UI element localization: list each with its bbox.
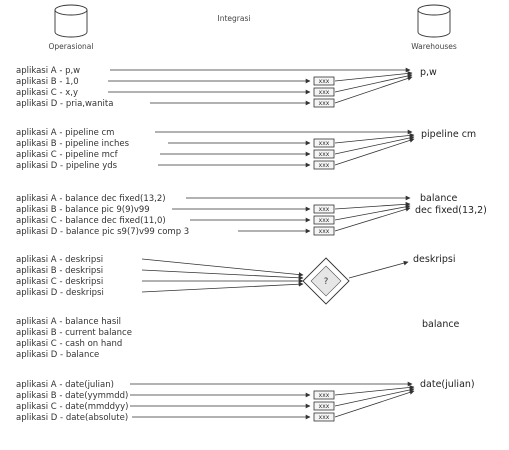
flow-arrow <box>334 76 413 104</box>
transform-box <box>313 76 335 86</box>
transform-box <box>313 98 335 108</box>
group-pipeline: aplikasi A - pipeline cm aplikasi B - pi… <box>16 128 476 171</box>
transform-box <box>313 87 335 97</box>
transform-box <box>313 204 335 214</box>
source-item: aplikasi C - deskripsi <box>16 277 103 287</box>
transform-box <box>313 160 335 170</box>
warehouse-result: p,w <box>420 67 437 78</box>
flow-arrow <box>334 206 411 232</box>
group-date: aplikasi A - date(julian) aplikasi B - d… <box>16 379 475 423</box>
source-item: aplikasi C - date(mmddyy) <box>16 402 128 412</box>
warehouse-result: date(julian) <box>420 379 475 390</box>
source-item: aplikasi A - balance dec fixed(13,2) <box>16 194 166 204</box>
transform-box <box>313 149 335 159</box>
source-item: aplikasi A - pipeline cm <box>16 128 114 138</box>
flow-arrow <box>334 135 415 155</box>
transform-box-label: xxx <box>319 392 330 399</box>
flow-arrow <box>334 71 413 82</box>
warehouse-result-format: dec fixed(13,2) <box>415 205 487 216</box>
source-item: aplikasi C - cash on hand <box>16 339 122 349</box>
source-item: aplikasi A - p,w <box>16 66 80 76</box>
flow-arrow <box>141 269 304 281</box>
flow-arrow <box>334 387 415 407</box>
source-item: aplikasi A - date(julian) <box>16 380 114 390</box>
flow-arrow <box>334 133 415 144</box>
source-item: aplikasi B - date(yymmdd) <box>16 391 128 401</box>
warehouse-result: balance <box>420 193 458 204</box>
flow-arrow <box>334 390 415 418</box>
flow-arrow <box>348 260 409 279</box>
source-item: aplikasi B - 1,0 <box>16 77 79 87</box>
transform-box-label: xxx <box>319 89 330 96</box>
source-item: aplikasi A - balance hasil <box>16 317 121 327</box>
flow-arrow <box>141 281 304 293</box>
source-item: aplikasi C - balance dec fixed(11,0) <box>16 216 166 226</box>
warehouse-result: deskripsi <box>413 254 456 265</box>
source-item: aplikasi C - pipeline mcf <box>16 150 119 160</box>
source-item: aplikasi D - deskripsi <box>16 288 104 298</box>
transform-box <box>313 401 335 411</box>
target-label: Warehouses <box>411 42 457 51</box>
source-item: aplikasi D - pria,wanita <box>16 99 113 109</box>
transform-box-label: xxx <box>319 228 330 235</box>
flow-arrow <box>334 385 415 396</box>
group-balance-format: aplikasi A - balance dec fixed(13,2) apl… <box>16 193 487 237</box>
transform-box-label: xxx <box>319 151 330 158</box>
transform-box <box>313 390 335 400</box>
transform-box-label: xxx <box>319 403 330 410</box>
transform-box-label: xxx <box>319 414 330 421</box>
transform-box-label: xxx <box>319 217 330 224</box>
flow-arrow <box>334 138 415 166</box>
source-item: aplikasi D - balance <box>16 350 99 360</box>
operasional-database-icon <box>54 4 88 38</box>
transform-box-label: xxx <box>319 162 330 169</box>
source-label: Operasional <box>49 42 94 51</box>
transform-box-label: xxx <box>319 78 330 85</box>
source-item: aplikasi A - deskripsi <box>16 255 103 265</box>
transform-box <box>313 215 335 225</box>
decision-label: ? <box>324 277 329 287</box>
transform-box <box>313 412 335 422</box>
group-balance-naming: aplikasi A - balance hasil aplikasi B - … <box>16 317 460 360</box>
source-item: aplikasi D - date(absolute) <box>16 413 128 423</box>
source-item: aplikasi D - pipeline yds <box>16 161 118 171</box>
group-deskripsi: aplikasi A - deskripsi aplikasi B - desk… <box>16 254 456 305</box>
warehouse-database-icon <box>417 4 451 38</box>
transform-box <box>313 138 335 148</box>
group-pw: aplikasi A - p,w aplikasi B - 1,0 aplika… <box>16 66 437 109</box>
transform-box-label: xxx <box>319 100 330 107</box>
source-item: aplikasi B - pipeline inches <box>16 139 130 149</box>
warehouse-result: balance <box>422 319 460 330</box>
flow-arrow <box>141 258 304 277</box>
flow-arrow <box>334 204 411 221</box>
flow-arrow <box>334 73 413 93</box>
source-item: aplikasi B - current balance <box>16 328 132 338</box>
transform-box-label: xxx <box>319 206 330 213</box>
diagram-title: Integrasi <box>218 14 251 23</box>
flow-arrow <box>334 201 411 210</box>
transform-box <box>313 226 335 236</box>
source-item: aplikasi C - x,y <box>16 88 78 98</box>
source-item: aplikasi B - deskripsi <box>16 266 103 276</box>
warehouse-result: pipeline cm <box>421 129 476 140</box>
decision-diamond: ? <box>302 257 350 305</box>
source-item: aplikasi B - balance pic 9(9)v99 <box>16 205 150 215</box>
transform-box-label: xxx <box>319 140 330 147</box>
source-item: aplikasi D - balance pic s9(7)v99 comp 3 <box>16 227 189 237</box>
